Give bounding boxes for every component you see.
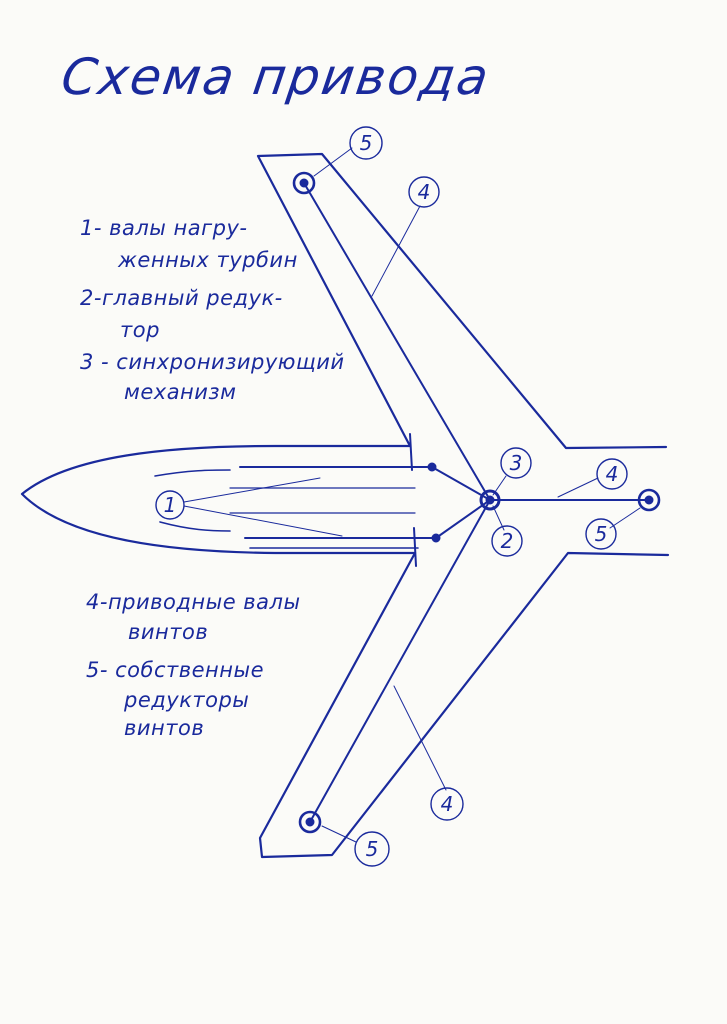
leader-4-tail [557,477,599,498]
engine-bay-bracket-upper [409,433,413,471]
prop-gearbox-lower [298,810,322,834]
legend-item-2-line-1: 2-главный редук- [80,286,283,310]
callout-circle-2 [491,525,523,557]
turbine-shaft-5 [159,521,231,532]
lower-wing-drive-shaft [309,499,491,823]
leader-2 [492,505,505,531]
legend-item-3-line-2: механизм [124,380,237,404]
callout-circle-5-tail [585,518,617,550]
leader-5-lower [321,825,357,843]
callout-label-5-upper: 5 [360,131,373,155]
leader-4-upper [371,205,421,297]
legend-item-4-line-1: 4-приводные валы [86,590,301,614]
callout-label-5-tail: 5 [595,522,608,546]
prop-gearbox-upper [292,171,316,195]
legend-item-1-line-1: 1- валы нагру- [80,216,248,240]
legend-item-5-line-2: редукторы [124,688,250,712]
engine-bay-bracket-lower [413,527,417,567]
prop-gearbox-tail [637,488,661,512]
leader-1-upper [183,477,321,503]
legend-item-3-line-1: 3 - синхронизирующий [80,350,345,374]
callout-label-3: 3 [510,451,523,475]
callout-label-2: 2 [501,529,514,553]
callout-label-1: 1 [164,493,177,517]
turbine-shaft-2 [154,469,231,477]
gearbox-input-lower [435,499,491,539]
upper-wing-outline [256,152,668,450]
callout-label-5-lower: 5 [366,837,379,861]
callout-circle-4-tail [596,458,628,490]
callout-label-4-tail: 4 [606,462,619,486]
legend-item-5-line-3: винтов [124,716,205,740]
callout-label-4-upper: 4 [418,180,431,204]
fuselage-outline [20,444,417,555]
legend-item-5-line-1: 5- собственные [86,658,264,682]
leader-5-tail [609,507,641,529]
callout-circle-5-lower [354,831,390,867]
upper-wing-drive-shaft [303,182,491,501]
leader-4-lower [393,685,447,791]
gearbox-input-upper [431,466,491,501]
callout-label-4-lower: 4 [441,792,454,816]
legend-item-2-line-2: тор [120,318,160,342]
callout-circle-1 [155,490,185,520]
leader-5-upper [313,147,353,177]
callout-circle-4-upper [408,176,440,208]
leader-3 [492,475,507,496]
legend-item-4-line-2: винтов [128,620,209,644]
callout-circle-5-upper [349,126,383,160]
callout-circle-4-lower [430,787,464,821]
legend-item-1-line-2: женных турбин [118,248,298,272]
leader-1-lower [183,505,343,537]
callout-circle-3 [500,447,532,479]
lower-wing-outline [258,551,670,859]
